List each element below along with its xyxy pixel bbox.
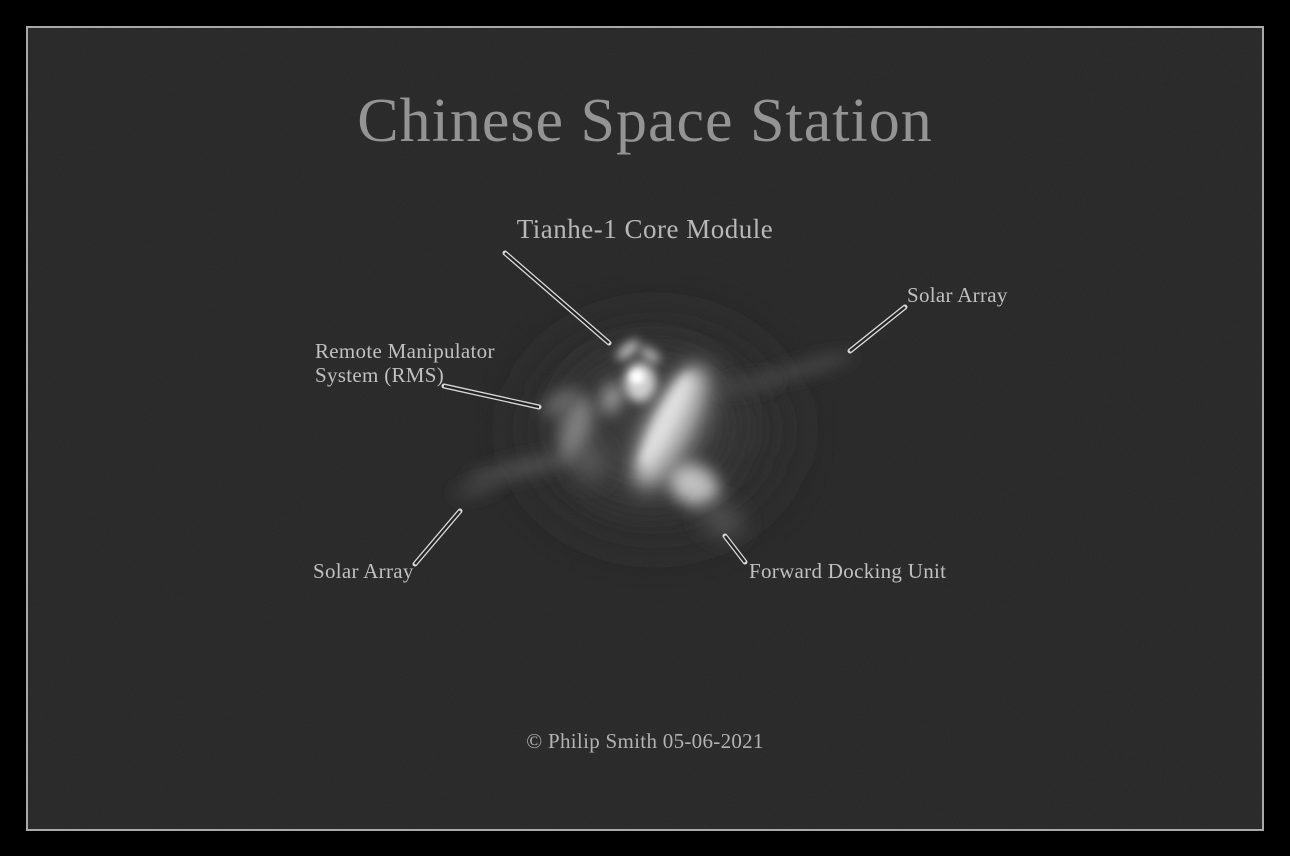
annotation-rms-label: Remote Manipulator System (RMS) [315, 339, 495, 387]
forward-docking-leader-line [722, 533, 748, 565]
core-module-leader-line [502, 250, 612, 346]
film-grain-overlay [28, 28, 1262, 829]
annotation-solar-array-right-label: Solar Array [907, 283, 1008, 307]
solar-array-left-leader-line [412, 508, 463, 567]
annotation-rms-label-line2: System (RMS) [315, 363, 445, 387]
solar-array-right-leader-line [847, 304, 908, 354]
annotation-core-module-label: Tianhe-1 Core Module [516, 214, 774, 244]
annotation-solar-array-left-label: Solar Array [313, 559, 414, 583]
rms-leader-line [441, 383, 542, 410]
annotation-rms-label-line1: Remote Manipulator [315, 339, 495, 363]
annotation-forward-docking-label: Forward Docking Unit [749, 559, 947, 583]
copyright-credit: © Philip Smith 05-06-2021 [526, 729, 764, 753]
page-title: Chinese Space Station [357, 87, 933, 155]
